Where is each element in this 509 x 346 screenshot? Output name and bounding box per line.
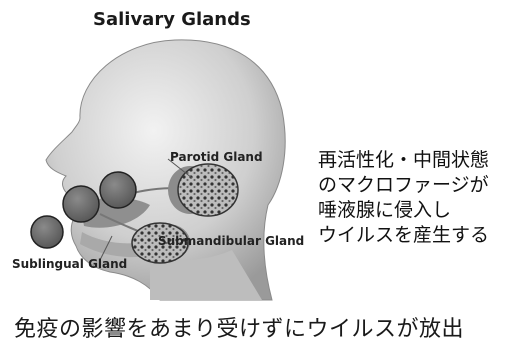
description-line: ウイルスを産生する (318, 223, 489, 248)
gland-circle-1 (31, 216, 63, 248)
parotid-magnified (178, 164, 238, 216)
figure-title: Salivary Glands (93, 9, 251, 30)
sublingual-gland-label: Sublingual Gland (12, 257, 127, 271)
caption: 免疫の影響をあまり受けずにウイルスが放出 (14, 311, 464, 343)
gland-circle-3 (100, 172, 136, 208)
description-line: 唾液腺に侵入し (318, 198, 489, 223)
description-line: のマクロファージが (318, 173, 489, 198)
description-line: 再活性化・中間状態 (318, 148, 489, 173)
gland-circle-2 (63, 186, 99, 222)
description-text: 再活性化・中間状態 のマクロファージが 唾液腺に侵入し ウイルスを産生する (318, 148, 489, 248)
submandibular-gland-label: Submandibular Gland (158, 234, 304, 248)
parotid-gland-label: Parotid Gland (170, 150, 263, 164)
